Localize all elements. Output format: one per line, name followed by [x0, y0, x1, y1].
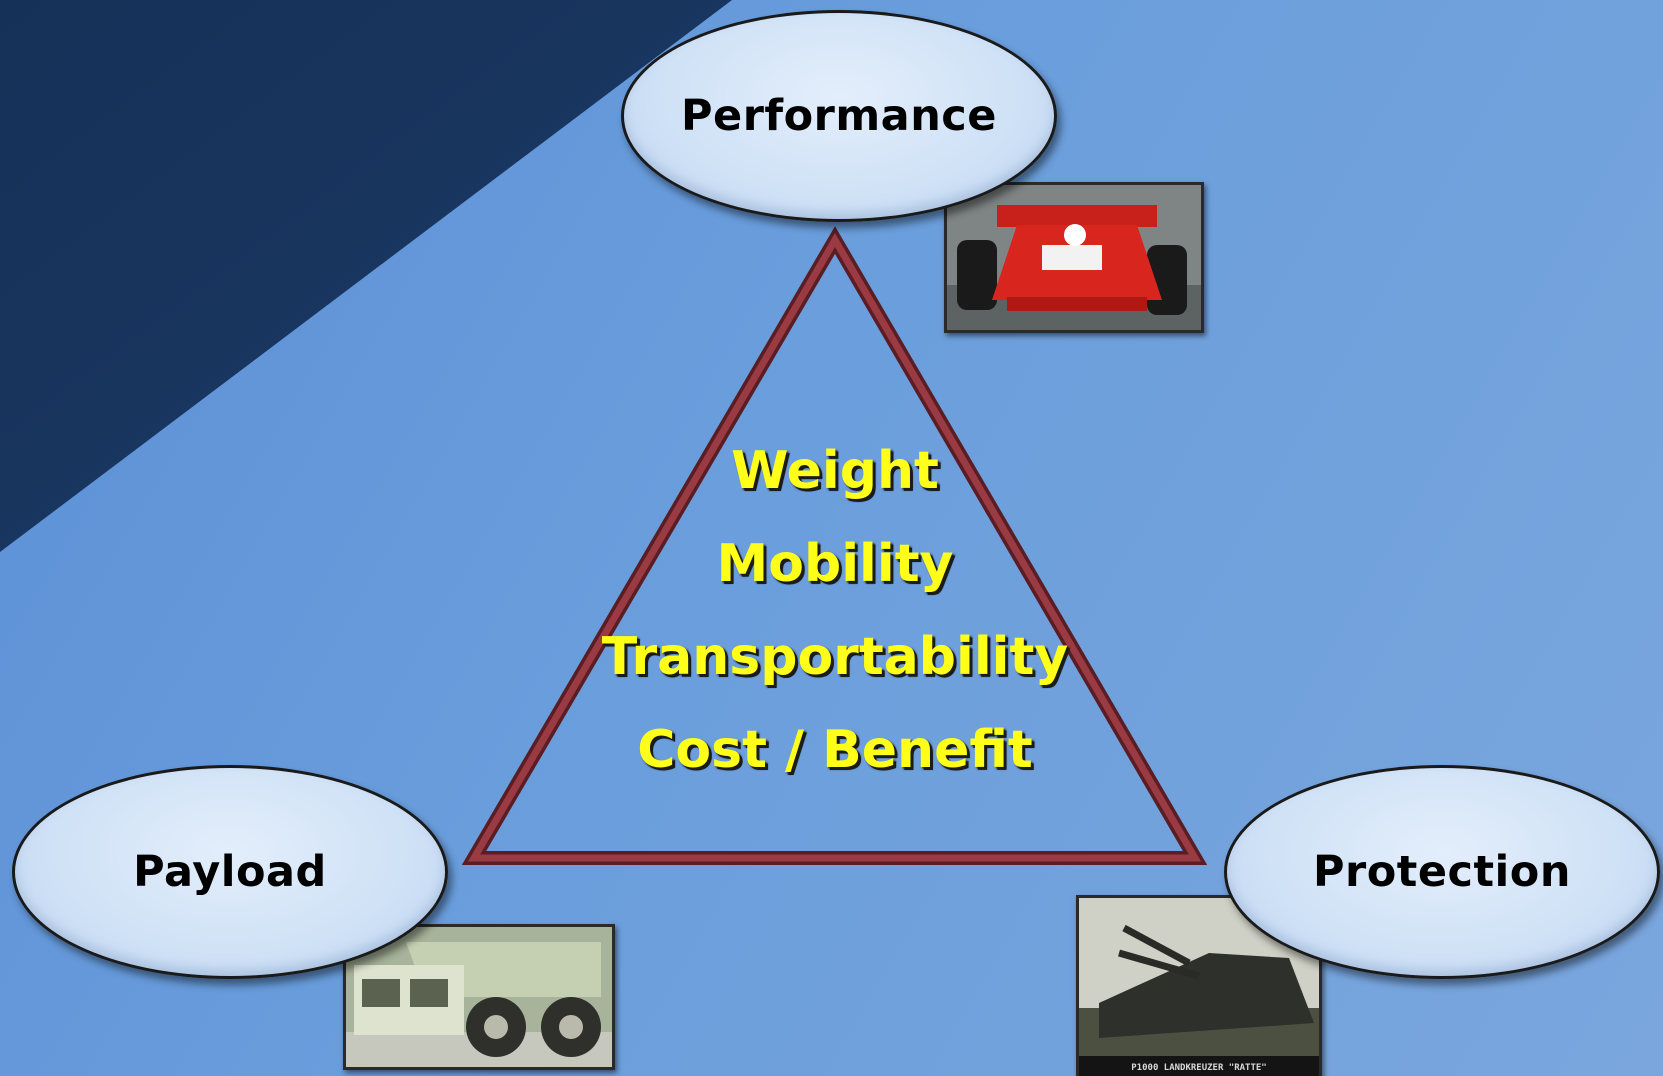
payload-label: Payload	[133, 847, 327, 897]
race-car-icon	[947, 185, 1201, 330]
haul-truck-icon	[346, 927, 612, 1067]
center-factors: Weight Mobility Transportability Cost / …	[560, 425, 1110, 797]
haul-truck-image	[343, 924, 615, 1070]
performance-label: Performance	[681, 91, 997, 141]
protection-node: Protection	[1224, 765, 1660, 979]
performance-node: Performance	[621, 10, 1057, 222]
tank-caption: P1000 LANDKREUZER "RATTE"	[1131, 1063, 1266, 1073]
race-car-image	[944, 182, 1204, 333]
factor-cost-benefit: Cost / Benefit	[637, 720, 1033, 780]
protection-label: Protection	[1313, 847, 1571, 897]
payload-node: Payload	[12, 765, 448, 979]
factor-transportability: Transportability	[601, 627, 1069, 687]
factor-mobility: Mobility	[716, 534, 954, 594]
factor-weight: Weight	[731, 441, 939, 501]
